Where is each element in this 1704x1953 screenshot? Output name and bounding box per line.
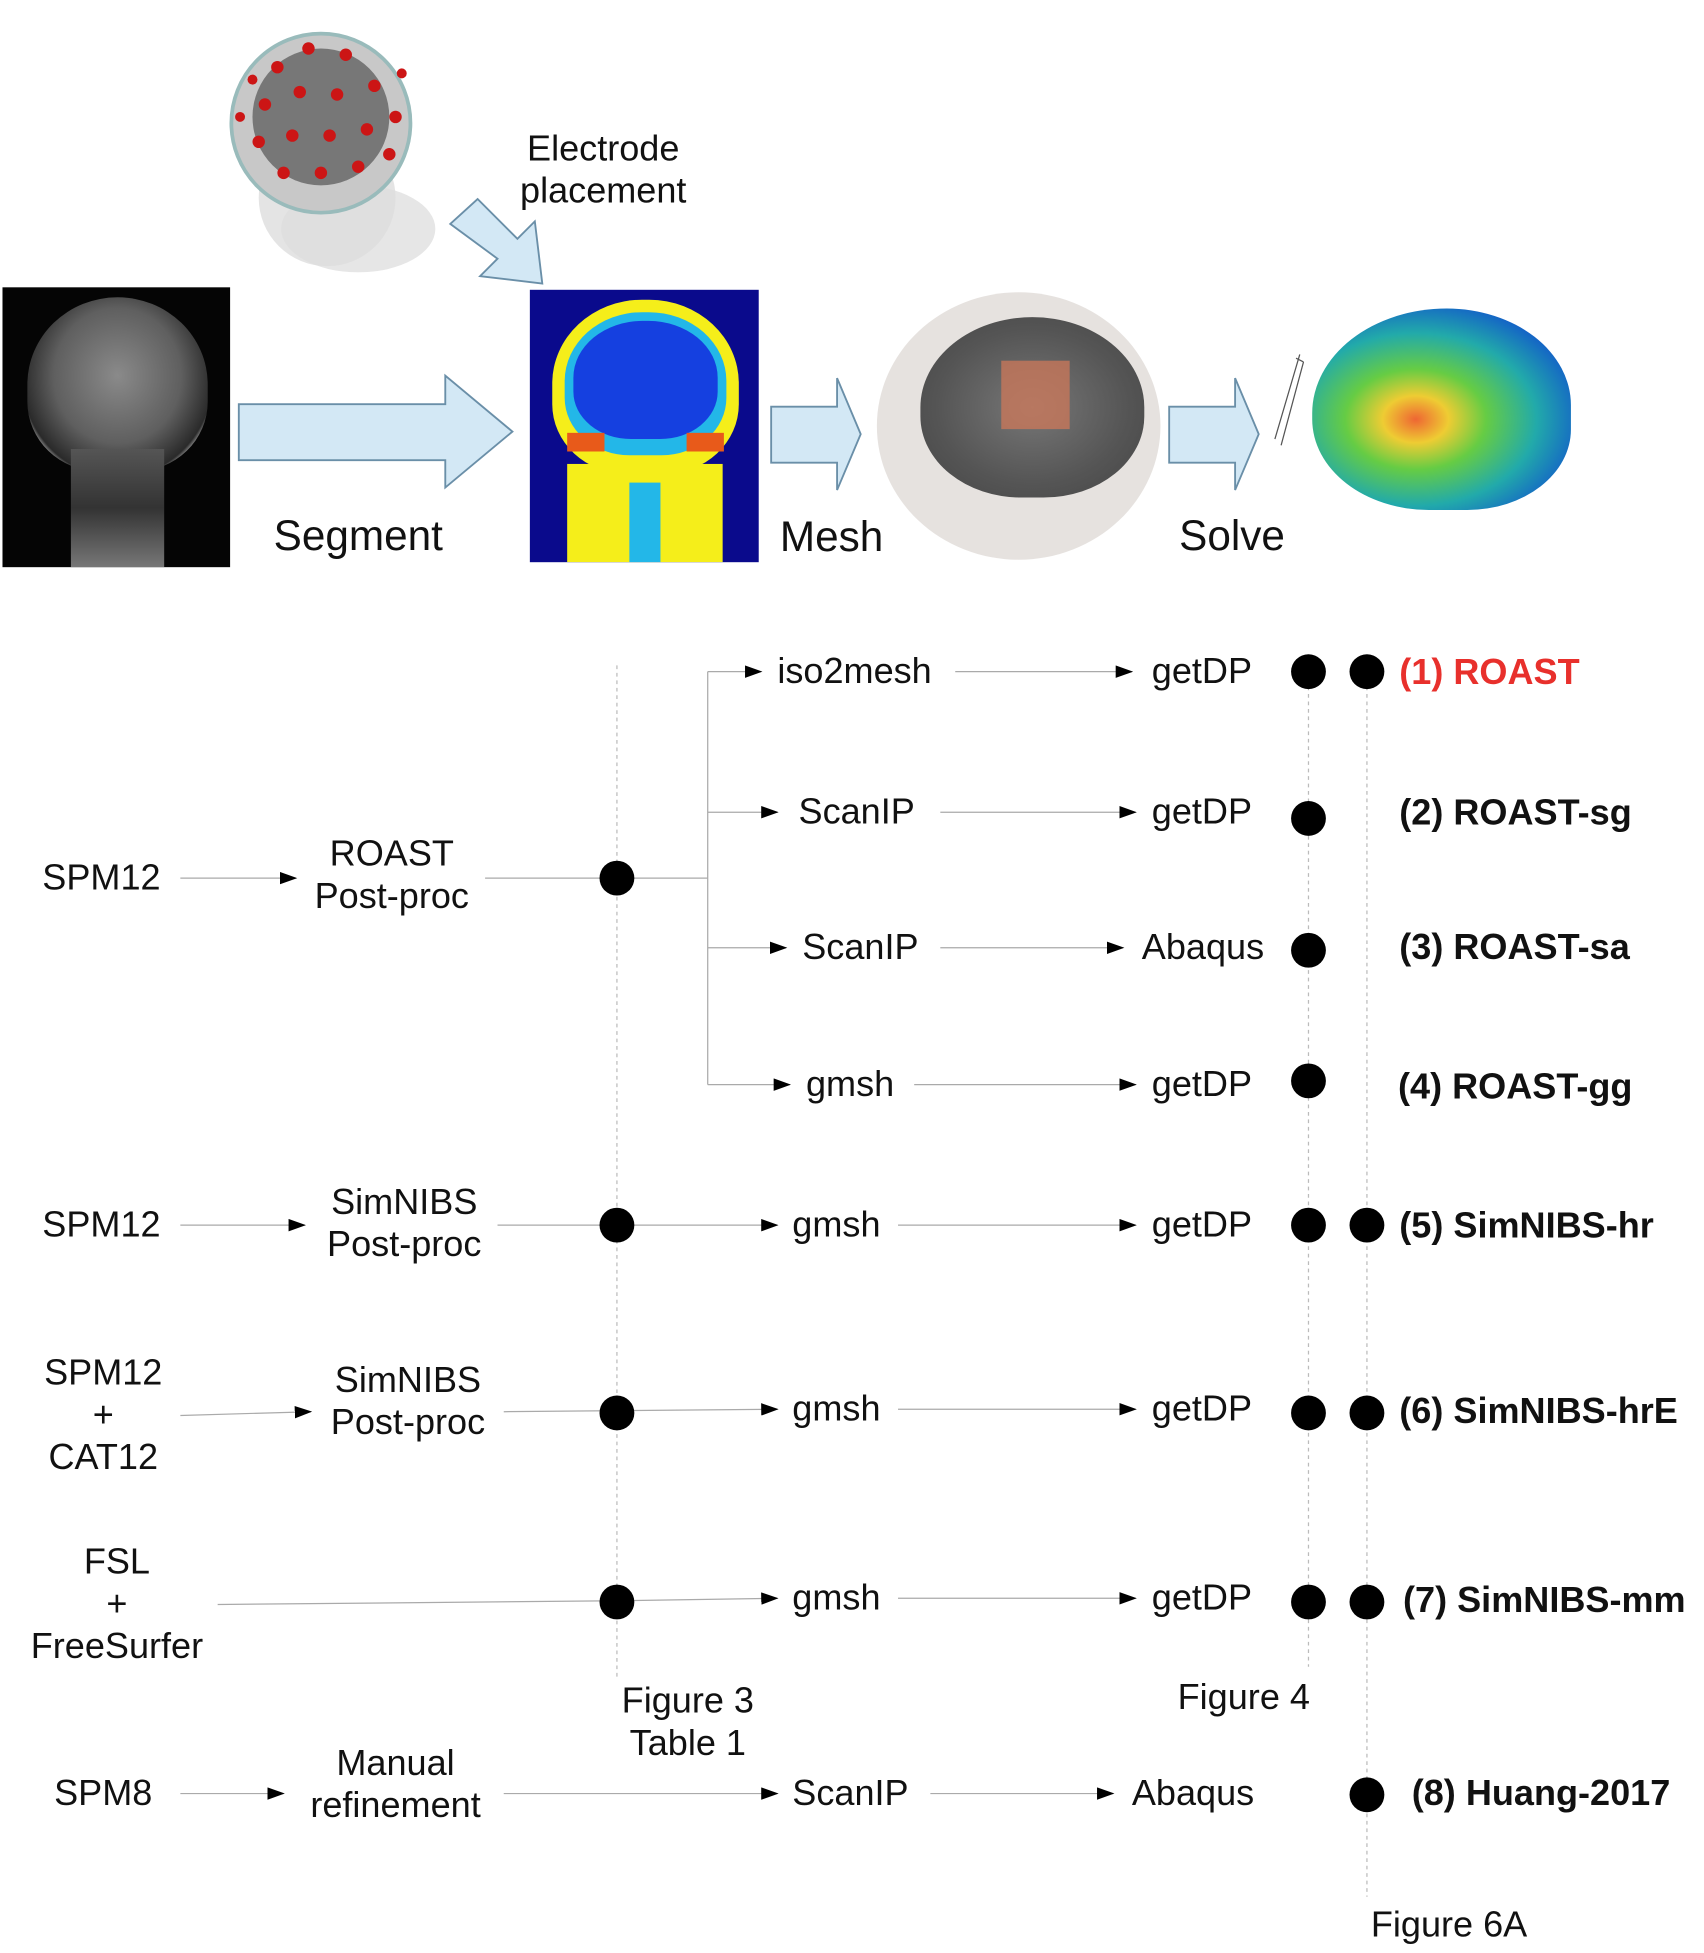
junction-dot <box>599 860 635 896</box>
mesher: ScanIP <box>802 927 919 968</box>
solver: getDP <box>1151 1389 1253 1430</box>
junction-dot <box>599 1395 635 1431</box>
mesher: gmsh <box>792 1389 881 1430</box>
source-plus: + <box>92 1395 114 1436</box>
electrode-outline <box>1274 354 1305 446</box>
mesh-label: Mesh <box>779 513 884 561</box>
figure4-dot <box>1291 1584 1326 1620</box>
figure6a-dot <box>1349 654 1385 690</box>
figure6a-label: Figure 6A <box>1370 1905 1528 1946</box>
mesher: gmsh <box>792 1578 881 1619</box>
model-label: (6) SimNIBS-hrE <box>1399 1391 1678 1432</box>
mesher: gmsh <box>805 1064 895 1105</box>
figure4-dot <box>1291 1063 1326 1099</box>
source-spm12-cat: SPM12 <box>44 1353 163 1394</box>
table1-label: Table 1 <box>629 1723 746 1764</box>
solver: Abaqus <box>1141 927 1265 968</box>
source-cat12: CAT12 <box>48 1437 159 1478</box>
segment-arrow <box>237 373 514 490</box>
postproc-simnibs: SimNIBS <box>334 1360 482 1401</box>
mesher: iso2mesh <box>777 651 932 692</box>
postproc-roast-2: Post-proc <box>314 876 469 917</box>
mesh-arrow <box>770 377 862 491</box>
mesher: gmsh <box>792 1205 881 1246</box>
source-fsl: FSL <box>83 1542 150 1583</box>
solver: getDP <box>1151 1578 1253 1619</box>
segmentation-image <box>529 289 759 563</box>
junction-dot <box>599 1584 635 1620</box>
solver: getDP <box>1151 1205 1253 1246</box>
model-label: (2) ROAST-sg <box>1399 793 1632 834</box>
postproc-simnibs-2: Post-proc <box>330 1403 486 1443</box>
source-spm8: SPM8 <box>54 1773 153 1814</box>
figure3-label: Figure 3 <box>621 1681 754 1722</box>
model-label: (4) ROAST-gg <box>1398 1067 1633 1107</box>
efield-brain-image <box>1312 308 1571 510</box>
mesher: ScanIP <box>798 792 915 833</box>
model-label-roast: (1) ROAST <box>1399 652 1580 693</box>
segment-label: Segment <box>273 512 443 560</box>
postproc-simnibs: SimNIBS <box>331 1182 478 1223</box>
model-label: (7) SimNIBS-mm <box>1403 1580 1686 1621</box>
source-plus: + <box>106 1584 128 1625</box>
solver: Abaqus <box>1131 1773 1255 1814</box>
postproc-simnibs-2: Post-proc <box>327 1225 482 1265</box>
source-spm12: SPM12 <box>42 858 161 899</box>
solve-arrow <box>1168 377 1260 491</box>
figure4-dot <box>1291 932 1326 968</box>
electrode-head-graphic <box>229 31 436 273</box>
solver: getDP <box>1151 651 1253 692</box>
electrode-label-1: Electrode <box>527 129 680 170</box>
figure4-dot <box>1291 801 1326 836</box>
figure6a-dot <box>1349 1584 1385 1620</box>
electrode-label-2: placement <box>520 171 687 212</box>
solver: getDP <box>1151 792 1253 833</box>
figure4-label: Figure 4 <box>1177 1677 1310 1718</box>
mesher: ScanIP <box>792 1773 909 1814</box>
source-freesurfer: FreeSurfer <box>30 1626 204 1667</box>
figure4-dot <box>1291 654 1326 690</box>
model-label: (5) SimNIBS-hr <box>1399 1206 1654 1247</box>
solver: getDP <box>1151 1064 1253 1105</box>
postproc-manual: Manual <box>336 1743 455 1784</box>
mesh-brain-image <box>876 292 1161 560</box>
figure4-dot <box>1291 1207 1326 1243</box>
model-label: (3) ROAST-sa <box>1399 927 1630 968</box>
model-label: (8) Huang-2017 <box>1411 1773 1671 1814</box>
figure6a-dot <box>1349 1395 1385 1431</box>
junction-dot <box>599 1207 635 1243</box>
electrode-arrow <box>448 197 544 285</box>
figure6a-dot <box>1349 1777 1385 1813</box>
figure4-dot <box>1291 1395 1326 1431</box>
electrode-head-image <box>228 17 439 273</box>
figure6a-dot <box>1349 1207 1385 1243</box>
postproc-roast: ROAST <box>329 834 454 875</box>
solve-label: Solve <box>1179 512 1285 560</box>
mri-image <box>2 287 231 568</box>
postproc-manual-2: refinement <box>310 1786 481 1826</box>
source-spm12: SPM12 <box>42 1205 161 1246</box>
